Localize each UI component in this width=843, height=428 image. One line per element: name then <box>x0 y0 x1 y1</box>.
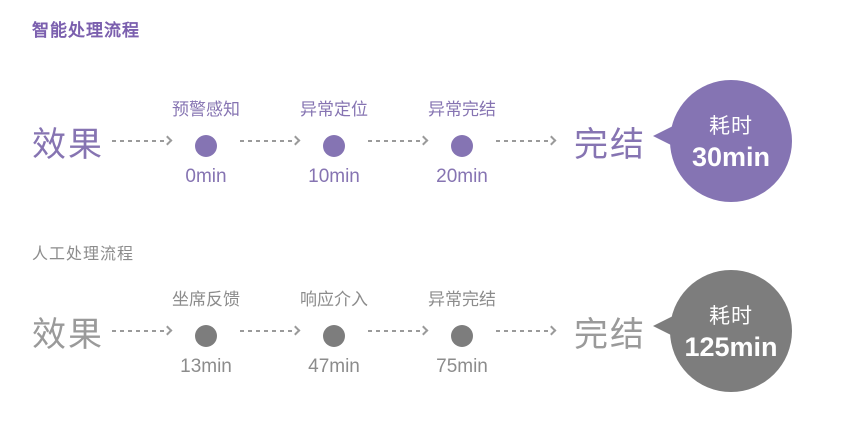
flow-row-manual: 效果 坐席反馈 13min 响应介入 47min <box>32 270 843 392</box>
dash-line <box>112 330 164 332</box>
arrow-head-icon <box>418 135 429 146</box>
time-bubble: 耗时 30min <box>653 80 792 202</box>
dashed-arrow-icon <box>240 135 301 147</box>
step-time: 20min <box>436 165 488 187</box>
step-label: 异常完结 <box>428 289 496 309</box>
flow-section-manual: 人工处理流程 效果 坐席反馈 13min 响应介入 47min <box>32 244 843 392</box>
arrow-head-icon <box>162 135 173 146</box>
flow-step: 异常完结 20min <box>428 95 496 188</box>
step-dot-icon <box>451 134 473 157</box>
arrow-head-icon <box>418 325 429 336</box>
step-dot-icon <box>451 324 473 347</box>
bubble-prefix: 耗时 <box>709 114 753 138</box>
dashed-arrow-icon <box>368 325 429 337</box>
dashed-arrow-icon <box>240 325 301 337</box>
step-label: 异常定位 <box>300 99 368 119</box>
bubble-tail-icon <box>653 313 679 339</box>
dash-line <box>368 330 420 332</box>
step-label: 响应介入 <box>300 289 368 309</box>
dash-line <box>368 140 420 142</box>
step-label: 坐席反馈 <box>172 289 240 309</box>
step-dot-icon <box>323 134 345 157</box>
section-title-manual: 人工处理流程 <box>32 246 135 263</box>
dash-line <box>496 140 548 142</box>
flow-end-label: 完结 <box>574 315 646 354</box>
flow-row-smart: 效果 预警感知 0min 异常定位 10min <box>32 80 843 202</box>
arrow-head-icon <box>290 135 301 146</box>
flow-start-label: 效果 <box>32 315 104 354</box>
arrow-head-icon <box>546 135 557 146</box>
flow-start-label: 效果 <box>32 125 104 164</box>
flow-step: 异常定位 10min <box>300 95 368 188</box>
dashed-arrow-icon <box>112 135 173 147</box>
dash-line <box>112 140 164 142</box>
flow-step: 异常完结 75min <box>428 285 496 378</box>
dash-line <box>240 330 292 332</box>
diagram-canvas: 智能处理流程 效果 预警感知 0min 异常定位 10min <box>32 20 843 392</box>
step-dot-icon <box>323 324 345 347</box>
step-label: 预警感知 <box>172 99 240 119</box>
dash-line <box>240 140 292 142</box>
flow-step: 预警感知 0min <box>172 95 240 188</box>
step-time: 0min <box>185 165 227 187</box>
dashed-arrow-icon <box>112 325 173 337</box>
step-time: 75min <box>436 355 488 377</box>
arrow-head-icon <box>546 325 557 336</box>
bubble-value: 30min <box>691 141 771 172</box>
bubble-tail-icon <box>653 123 679 149</box>
section-title-smart: 智能处理流程 <box>32 21 140 40</box>
bubble-prefix: 耗时 <box>709 304 753 328</box>
step-time: 13min <box>180 355 232 377</box>
time-bubble: 耗时 125min <box>653 270 792 392</box>
flow-step: 响应介入 47min <box>300 285 368 378</box>
dash-line <box>496 330 548 332</box>
arrow-head-icon <box>290 325 301 336</box>
dashed-arrow-icon <box>496 325 557 337</box>
dashed-arrow-icon <box>368 135 429 147</box>
step-dot-icon <box>195 134 217 157</box>
step-time: 10min <box>308 165 360 187</box>
step-dot-icon <box>195 324 217 347</box>
flow-end-label: 完结 <box>574 125 646 164</box>
step-label: 异常完结 <box>428 99 496 119</box>
dashed-arrow-icon <box>496 135 557 147</box>
arrow-head-icon <box>162 325 173 336</box>
step-time: 47min <box>308 355 360 377</box>
flow-section-smart: 智能处理流程 效果 预警感知 0min 异常定位 10min <box>32 20 843 202</box>
bubble-value: 125min <box>684 331 778 362</box>
flow-step: 坐席反馈 13min <box>172 285 240 378</box>
